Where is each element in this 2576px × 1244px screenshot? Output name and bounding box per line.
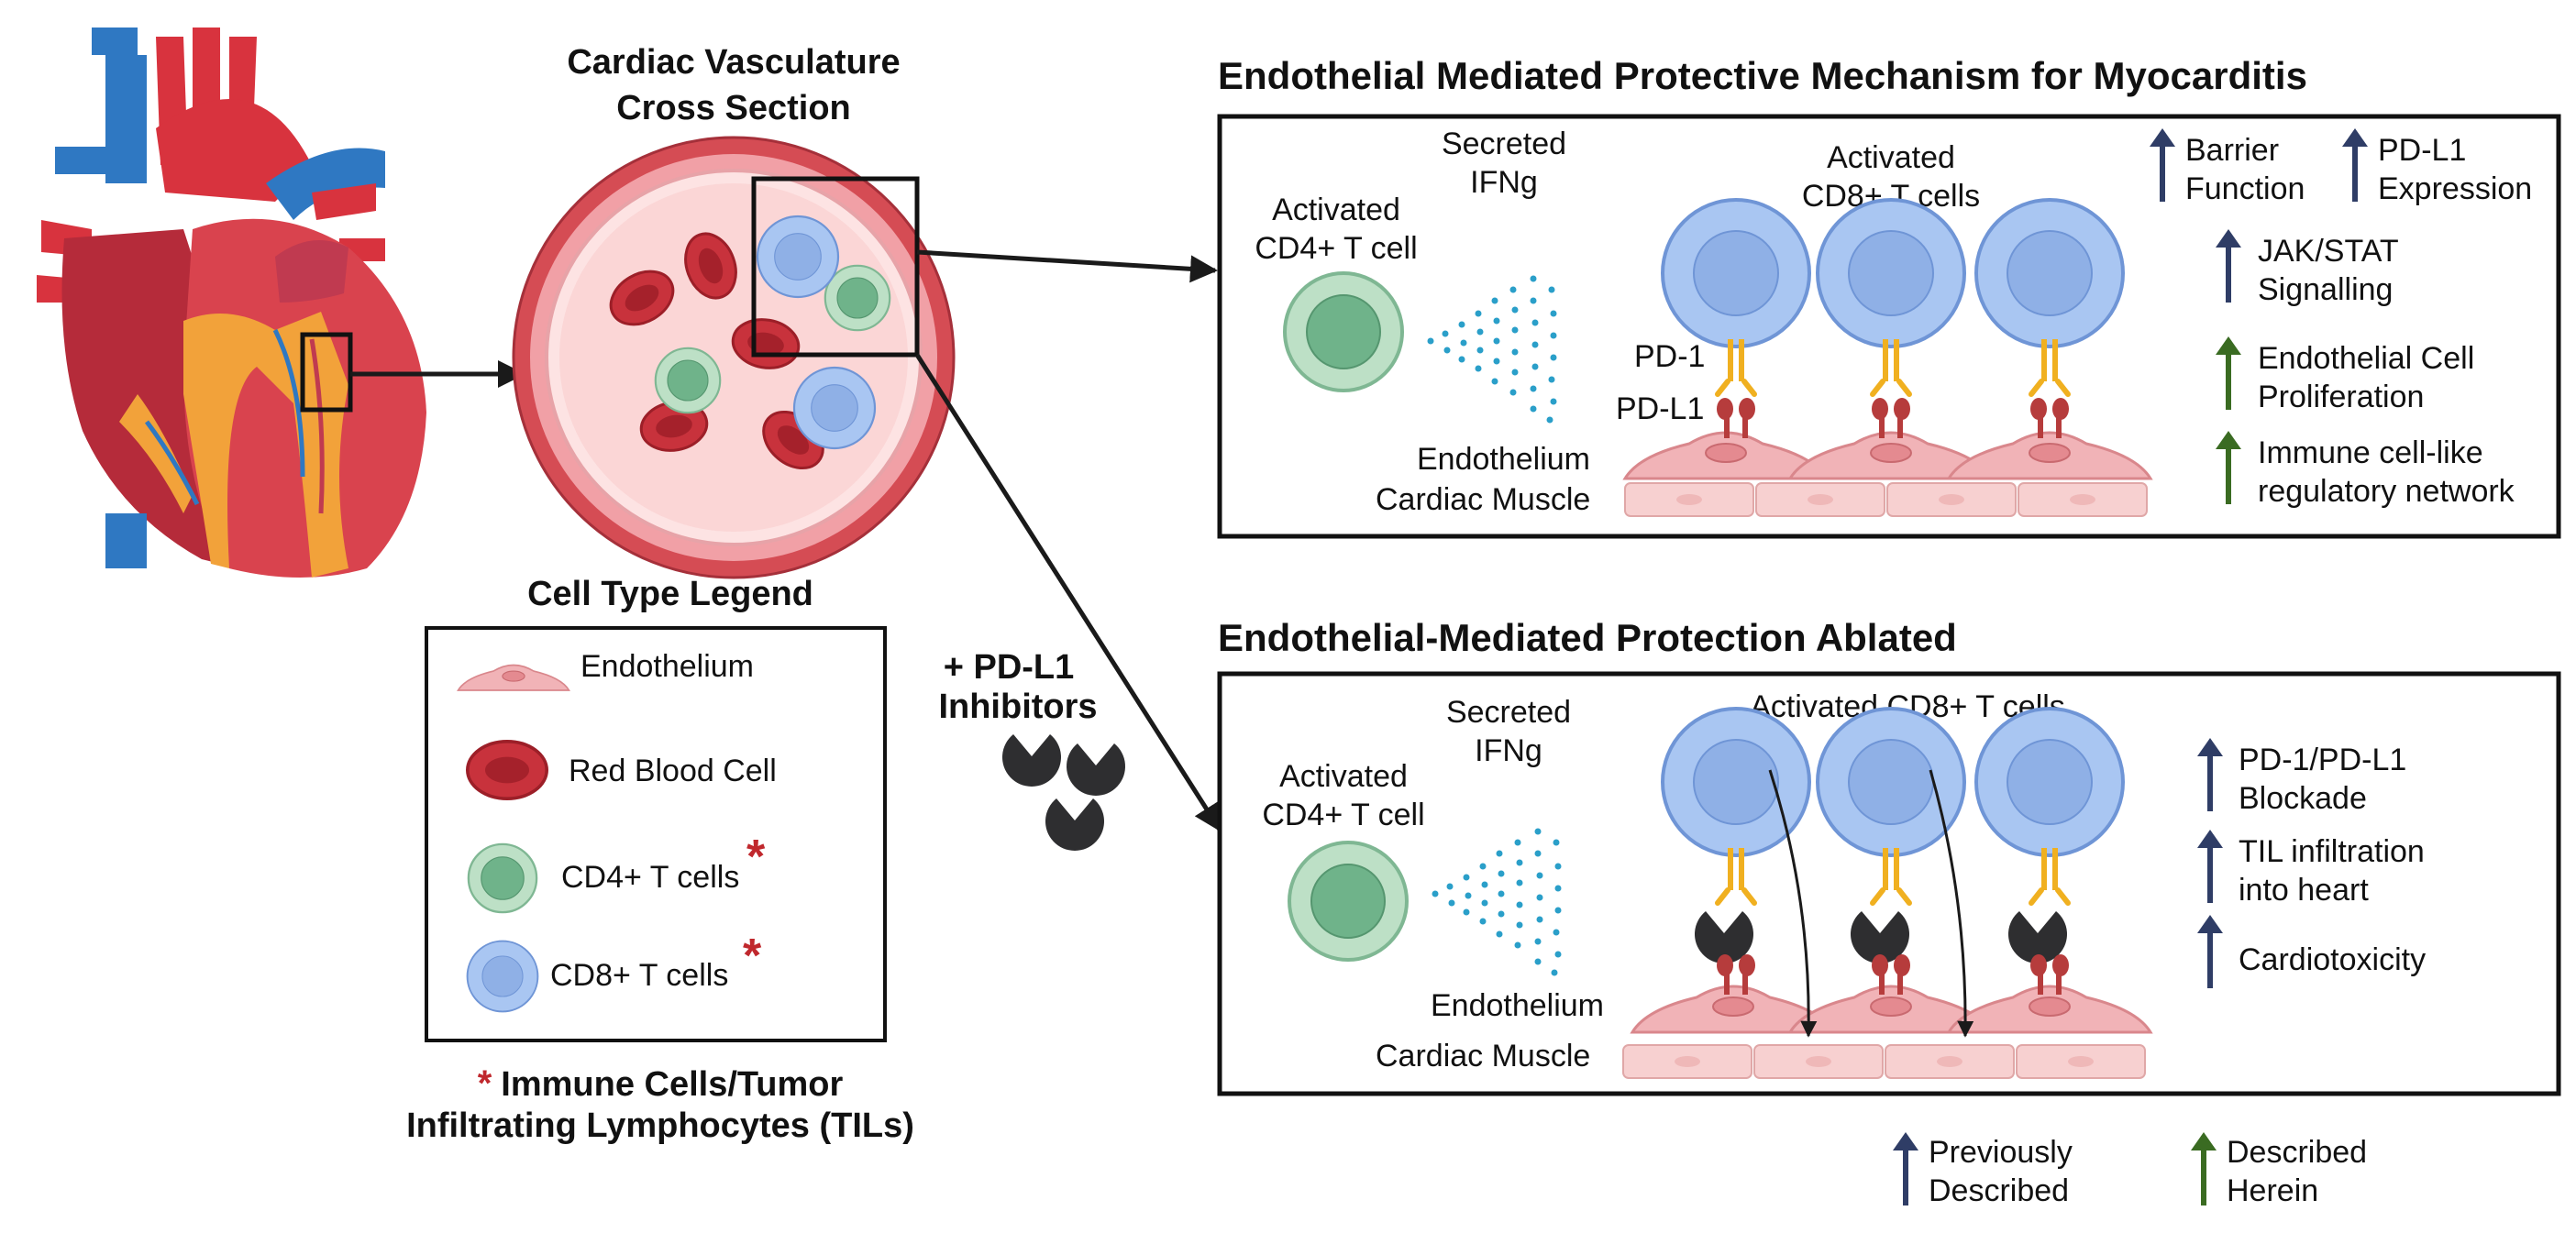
key-described-herein: Described Herein <box>2191 1132 2367 1208</box>
top-endothelium-layer <box>1623 431 2152 480</box>
vessel-to-bottom-arrow <box>914 353 1222 832</box>
top-cd4-cell <box>1283 271 1404 392</box>
svg-text:Barrier: Barrier <box>2185 133 2279 168</box>
top-pdl1-label: PD-L1 <box>1616 391 1704 426</box>
top-cd8-label-line1: Activated <box>1827 140 1955 175</box>
bottom-muscle-label: Cardiac Muscle <box>1376 1039 1590 1073</box>
bottom-panel-title: Endothelial-Mediated Protection Ablated <box>1218 616 1957 659</box>
bottom-cd4-label-line2: CD4+ T cell <box>1262 798 1424 832</box>
legend-footnote-line2: Infiltrating Lymphocytes (TILs) <box>406 1106 914 1145</box>
top-effect-regulatory: Immune cell-like regulatory network <box>2216 431 2515 509</box>
svg-text:into heart: into heart <box>2239 873 2369 908</box>
svg-text:Described: Described <box>1929 1173 2069 1208</box>
inhibitor-icon <box>1045 798 1104 851</box>
legend-footnote-text: Immune Cells/Tumor <box>501 1065 843 1104</box>
legend-cd4-icon <box>467 842 538 914</box>
top-muscle-label: Cardiac Muscle <box>1376 482 1590 517</box>
svg-text:Described: Described <box>2227 1135 2367 1170</box>
vessel-to-top-arrow <box>916 249 1218 283</box>
bottom-cd4-label-line1: Activated <box>1279 759 1408 794</box>
svg-text:PD-L1: PD-L1 <box>2378 133 2466 168</box>
legend-title: Cell Type Legend <box>527 575 813 613</box>
vessel-title-line1: Cardiac Vasculature <box>567 43 900 82</box>
key-previously-described: Previously Described <box>1893 1132 2073 1208</box>
svg-text:Signalling: Signalling <box>2258 272 2393 307</box>
svg-text:Endothelial Cell: Endothelial Cell <box>2258 341 2474 376</box>
legend-cd4-star: * <box>746 831 766 884</box>
legend-footnote-star: * <box>478 1063 492 1104</box>
inhibitor-label-line2: Inhibitors <box>938 688 1097 726</box>
top-cd4-label-line1: Activated <box>1272 193 1400 227</box>
legend-cd8-star: * <box>743 930 762 983</box>
svg-text:Blockade: Blockade <box>2239 781 2367 816</box>
svg-text:regulatory network: regulatory network <box>2258 474 2515 509</box>
legend-item-cd4: CD4+ T cells <box>561 860 739 895</box>
top-cd4-label-line2: CD4+ T cell <box>1255 231 1417 266</box>
top-ifng-label-line1: Secreted <box>1442 127 1566 161</box>
legend-cd8-icon <box>466 940 539 1013</box>
svg-text:Immune cell-like: Immune cell-like <box>2258 435 2483 470</box>
legend-red-blood-cell-icon <box>465 739 549 801</box>
svg-text:PD-1/PD-L1: PD-1/PD-L1 <box>2239 743 2406 777</box>
bottom-cd4-cell <box>1288 841 1409 962</box>
top-panel-title: Endothelial Mediated Protective Mechanis… <box>1218 54 2307 97</box>
heart-illustration <box>37 28 426 578</box>
legend-footnote-line1: *Immune Cells/Tumor <box>478 1063 844 1104</box>
vessel-cross-section <box>512 136 956 579</box>
bottom-ifng-label-line1: Secreted <box>1446 695 1571 730</box>
legend-item-endothelium: Endothelium <box>580 649 754 684</box>
bottom-effect-til: TIL infiltration into heart <box>2197 830 2425 908</box>
legend-item-red-blood-cell: Red Blood Cell <box>569 754 777 788</box>
top-ifng-label-line2: IFNg <box>1470 165 1538 200</box>
vessel-title-line2: Cross Section <box>616 89 851 127</box>
bottom-cd8-cells <box>1661 707 2125 857</box>
svg-text:Previously: Previously <box>1929 1135 2073 1170</box>
bottom-endothelium-layer <box>1631 985 2152 1034</box>
top-endothelium-label: Endothelium <box>1417 442 1590 477</box>
top-effect-barrier: Barrier Function <box>2150 128 2305 206</box>
bottom-infiltration-arrows <box>1768 769 1974 1038</box>
bottom-endothelium-label: Endothelium <box>1431 988 1604 1023</box>
top-effect-jakstat: JAK/STAT Signalling <box>2216 229 2399 307</box>
bottom-ifng-label-line2: IFNg <box>1475 733 1542 768</box>
svg-text:Function: Function <box>2185 171 2305 206</box>
svg-text:TIL infiltration: TIL infiltration <box>2239 834 2425 869</box>
top-effect-pdl1: PD-L1 Expression <box>2342 128 2532 206</box>
bottom-effect-blockade: PD-1/PD-L1 Blockade <box>2197 738 2406 816</box>
top-pd1-label: PD-1 <box>1634 339 1705 374</box>
svg-text:Cardiotoxicity: Cardiotoxicity <box>2239 942 2426 977</box>
inhibitor-label-line1: + PD-L1 <box>944 648 1075 687</box>
vessel-zoom-box <box>751 176 920 358</box>
svg-text:Proliferation: Proliferation <box>2258 380 2424 414</box>
svg-text:JAK/STAT: JAK/STAT <box>2258 234 2399 269</box>
svg-text:Herein: Herein <box>2227 1173 2318 1208</box>
legend-item-cd8: CD8+ T cells <box>550 958 728 993</box>
top-effect-proliferation: Endothelial Cell Proliferation <box>2216 336 2474 414</box>
svg-text:Expression: Expression <box>2378 171 2532 206</box>
inhibitor-icon <box>1067 743 1125 796</box>
bottom-effect-cardiotoxicity: Cardiotoxicity <box>2197 915 2426 988</box>
top-cd8-cells <box>1661 198 2125 348</box>
inhibitor-icon <box>1002 734 1061 787</box>
